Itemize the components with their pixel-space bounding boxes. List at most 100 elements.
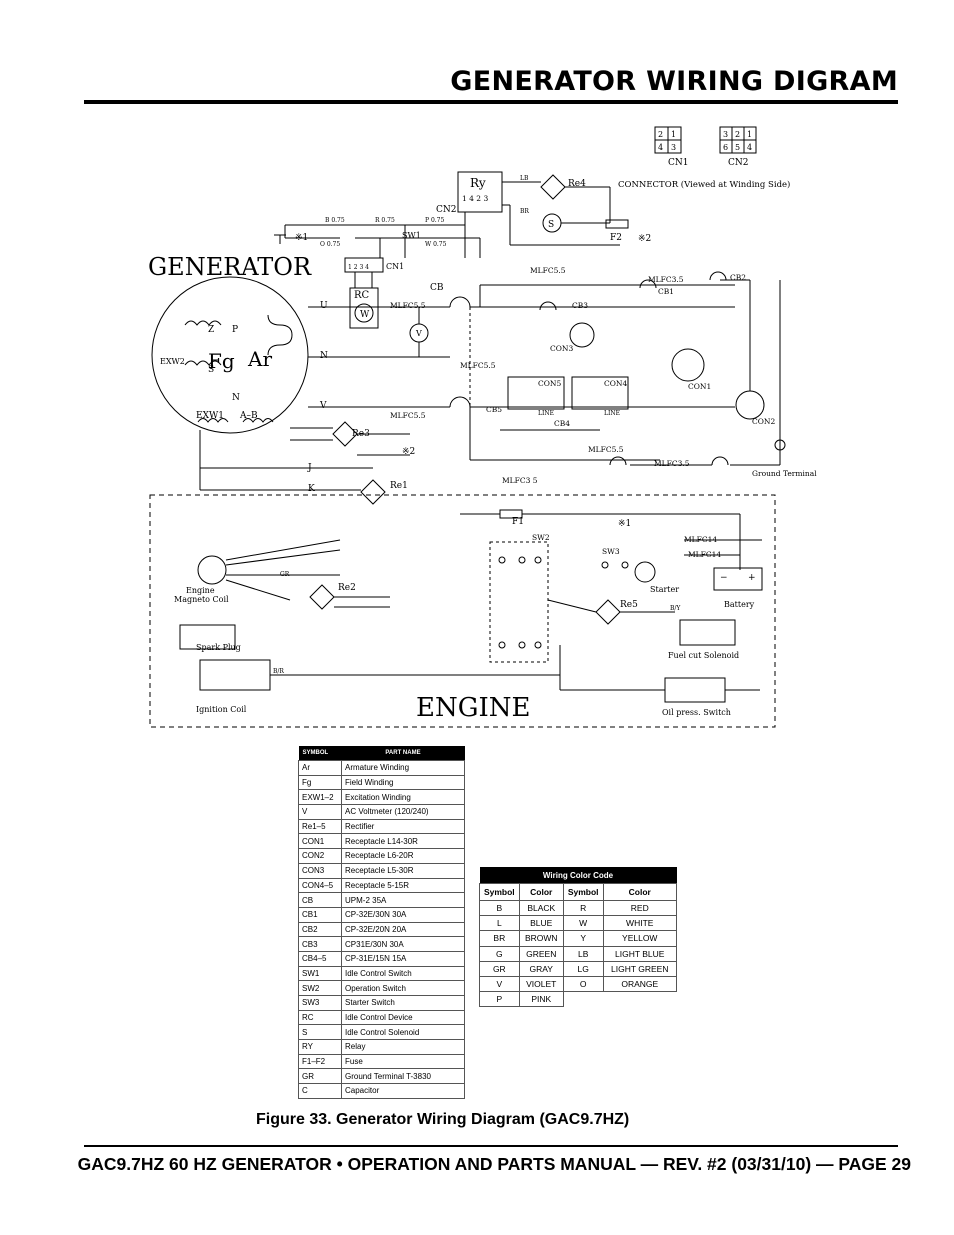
label-note1-top: ※1 (295, 233, 308, 243)
ignition-coil (199, 659, 271, 691)
ground-terminal (774, 439, 786, 451)
parts-symbol: C (298, 1083, 342, 1099)
parts-name: AC Voltmeter (120/240) (341, 804, 465, 820)
label-w-meter: W (360, 310, 370, 320)
figure-caption: Figure 33. Generator Wiring Diagram (GAC… (256, 1111, 630, 1128)
parts-symbol: F1–F2 (298, 1053, 342, 1070)
parts-symbol: CB1 (298, 906, 342, 923)
color-symbol: LB (562, 945, 604, 962)
color-name: LIGHT GREEN (602, 960, 677, 977)
label-k: K (308, 484, 315, 494)
label-lb: LB (520, 175, 529, 182)
color-symbol: L (479, 915, 520, 932)
wiring-diagram: CN1 CN2 2 1 4 3 3 2 1 6 5 4 CONNECTOR (V… (148, 126, 817, 728)
con5-receptacle (507, 376, 565, 410)
spark-plug (179, 624, 236, 650)
re2-rectifier (309, 584, 335, 610)
parts-name: UPM-2 35A (341, 892, 465, 908)
label-mlfc55-e: MLFC5.5 (588, 445, 624, 454)
rc-connector (344, 257, 384, 273)
color-header-symbol: Symbol (479, 883, 520, 901)
parts-name: CP-32E/20N 20A (341, 921, 465, 938)
label-r075: R 0.75 (375, 217, 395, 224)
label-cn1-top: CN1 (668, 158, 689, 168)
label-ab: A–B (239, 411, 258, 421)
cn1-pin-1: 1 (671, 130, 676, 139)
label-re2: Re2 (338, 583, 356, 593)
color-header-symbol-2: Symbol (562, 883, 604, 901)
cn1-pin-2: 2 (658, 130, 663, 139)
label-s: S (548, 220, 554, 230)
parts-symbol: CON2 (298, 848, 342, 864)
label-voltmeter: V (415, 329, 422, 338)
label-re5: Re5 (620, 600, 638, 610)
parts-name: Fuse (341, 1053, 465, 1070)
label-gr: GR (280, 571, 290, 578)
re4-rectifier (540, 174, 566, 200)
connector-note: CONNECTOR (Viewed at Winding Side) (618, 179, 790, 190)
label-cn2-diagram: CN2 (436, 205, 457, 215)
label-fuel-cut: Fuel cut Solenoid (668, 651, 739, 660)
parts-symbol: CB4–5 (298, 950, 342, 967)
label-cb1: CB1 (658, 287, 674, 296)
f2-fuse (605, 219, 629, 229)
con3-receptacle (569, 322, 595, 348)
label-ignition-coil: Ignition Coil (196, 705, 247, 714)
title-rule (84, 100, 898, 104)
parts-symbol: RY (298, 1039, 342, 1055)
con2-receptacle (735, 390, 765, 420)
parts-symbol: CB2 (298, 921, 342, 938)
label-con2: CON2 (752, 417, 775, 426)
parts-name: Receptacle L5-30R (341, 862, 465, 879)
label-n: N (320, 351, 328, 361)
parts-symbol: CB3 (298, 936, 342, 952)
label-battery-minus: − (720, 573, 728, 583)
ry-relay-box (457, 171, 503, 213)
color-symbol: BR (479, 930, 520, 947)
parts-name: Relay (341, 1039, 465, 1055)
label-o075: O 0.75 (320, 241, 340, 248)
parts-name: Receptacle 5-15R (341, 877, 465, 894)
label-spark-plug: Spark Plug (196, 643, 241, 652)
parts-symbol: V (298, 804, 342, 820)
color-symbol: Y (562, 930, 604, 947)
parts-symbol: EXW1–2 (298, 789, 342, 806)
label-battery-plus: + (748, 573, 756, 583)
parts-name: CP-31E/15N 15A (341, 950, 465, 967)
label-exw1: EXW1 (196, 411, 224, 421)
generator-circle (151, 276, 309, 434)
cn1-pin-3: 3 (671, 143, 676, 152)
label-sw3: SW3 (602, 547, 620, 556)
footer-rule (84, 1145, 898, 1147)
page-footer: GAC9.7HZ 60 HZ GENERATOR • OPERATION AND… (77, 1154, 911, 1174)
label-cn2-top: CN2 (728, 158, 749, 168)
parts-name: Ground Terminal T-3830 (341, 1068, 465, 1085)
color-table-caption: Wiring Color Code (479, 867, 677, 884)
re1-rectifier (360, 479, 386, 505)
rc-wattmeter (354, 303, 374, 323)
starter-motor (634, 561, 656, 583)
label-cb5: CB5 (486, 405, 502, 414)
parts-name: Field Winding (341, 774, 465, 791)
label-p075: P 0.75 (425, 217, 444, 224)
label-re3: Re3 (352, 429, 370, 439)
label-oil-press: Oil press. Switch (662, 708, 731, 717)
parts-name: Armature Winding (341, 760, 465, 776)
